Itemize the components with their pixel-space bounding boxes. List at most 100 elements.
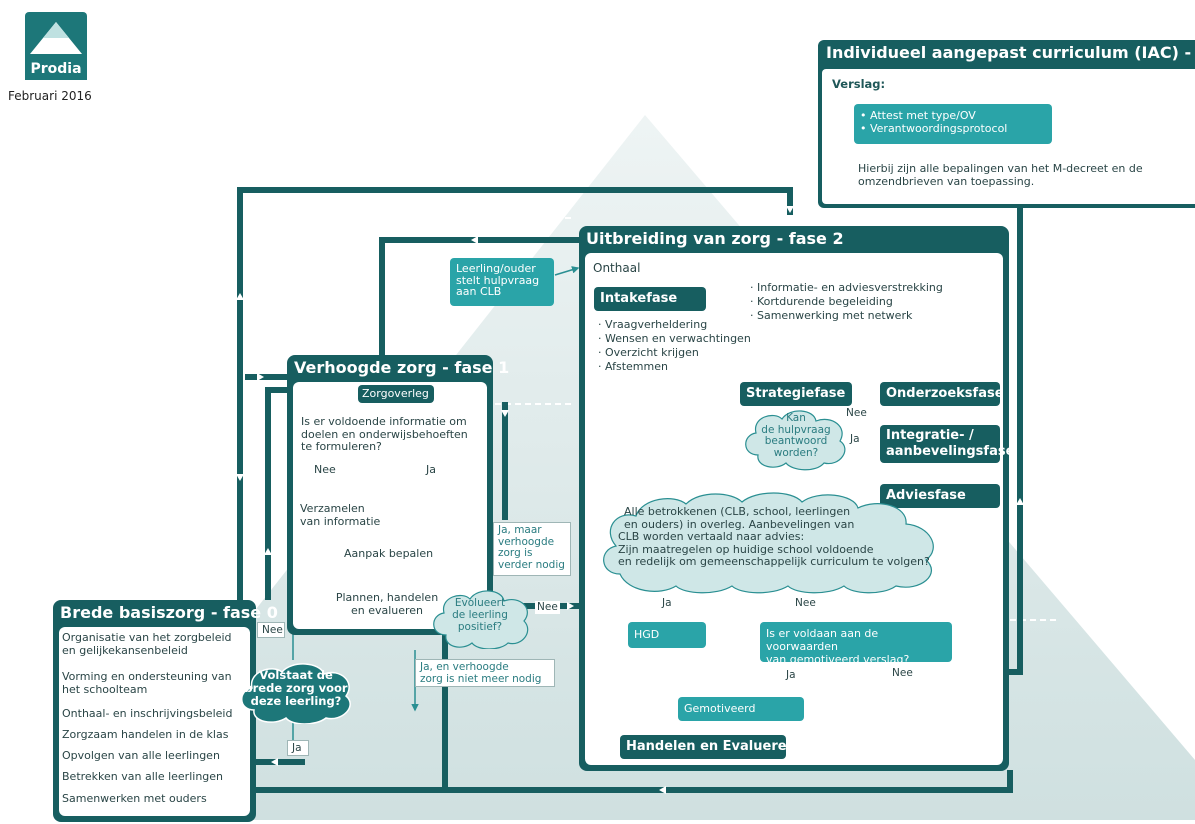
phase0-item: Zorgzaam handelen in de klas <box>62 728 229 741</box>
phase0-item: en gelijkekansenbeleid <box>62 644 188 657</box>
evolueert-line: de leerling <box>452 609 508 621</box>
onderzoeksfase-box: Onderzoeksfase <box>880 382 1004 406</box>
nee-label-volstaat: Nee <box>257 622 285 638</box>
leerling-ouder-box: Leerling/ouder stelt hulpvraag aan CLB <box>450 258 554 306</box>
iac-note-line2: omzendbrieven van toepassing. <box>858 175 1035 188</box>
nee-label-iac: Nee <box>892 667 913 679</box>
strategiefase-box: Strategiefase <box>740 382 852 406</box>
advies-cloud <box>603 492 934 594</box>
attest-item: • Attest met type/OV <box>860 109 976 122</box>
ja-en-note: Ja, en verhoogde zorg is niet meer nodig <box>415 659 555 687</box>
voorwaarden-line: Is er voldaan aan de voorwaarden <box>766 627 879 653</box>
phase0-item: Onthaal- en inschrijvingsbeleid <box>62 707 233 720</box>
intake-right-item: · Samenwerking met netwerk <box>750 309 913 322</box>
hulpvraag-line: worden? <box>773 446 819 459</box>
ja-maar-note: Ja, maar verhoogde zorg is verder nodig <box>493 522 571 576</box>
leerling-ouder-line1: Leerling/ouder <box>456 262 536 275</box>
intake-right-list: · Informatie- en adviesverstrekking · Ko… <box>750 281 943 323</box>
volstaat-line: brede zorg voor <box>244 681 348 695</box>
hulpvraag-text: Kan de hulpvraag beantwoord worden? <box>748 412 844 459</box>
ja-label-gemotiveerd: Ja <box>786 669 796 681</box>
verslag-label: Verslag: <box>832 77 886 91</box>
phase0-item: Opvolgen van alle leerlingen <box>62 749 220 762</box>
phase0-item: Organisatie van het zorgbeleid <box>62 631 232 644</box>
evolueert-text: Evolueert de leerling positief? <box>440 597 520 633</box>
iac-note-line1: Hierbij zijn alle bepalingen van het M-d… <box>858 162 1143 175</box>
leerling-ouder-line2: stelt hulpvraag <box>456 273 540 287</box>
hulpvraag-line: Kan <box>786 412 806 424</box>
mountain-icon <box>25 12 87 80</box>
plannen-label: Plannen, handelen en evalueren <box>332 591 442 617</box>
ja-maar-line: zorg is <box>498 547 533 559</box>
attest-box: • Attest met type/OV • Verantwoordingspr… <box>854 104 1052 144</box>
logo-text: Prodia <box>30 61 82 77</box>
prodia-logo: Prodia <box>25 12 87 80</box>
ja-label-volstaat: Ja <box>287 740 309 756</box>
question-line: doelen en onderwijsbehoeften <box>301 427 468 441</box>
intake-below-item: · Afstemmen <box>598 360 668 373</box>
advies-line: en ouders) in overleg. Aanbevelingen van <box>624 517 855 531</box>
question-line: Is er voldoende informatie om <box>301 415 467 428</box>
phase1-question: Is er voldoende informatie om doelen en … <box>301 415 468 454</box>
hulpvraag-line: beantwoord <box>764 435 828 447</box>
advies-line: Alle betrokkenen (CLB, school, leerlinge… <box>624 505 851 518</box>
intake-right-item: · Kortdurende begeleiding <box>750 295 893 308</box>
evolueert-cloud <box>433 590 529 649</box>
hulpvraag-line: de hulpvraag <box>761 423 831 436</box>
adviesfase-box: Adviesfase <box>880 484 1000 508</box>
phase0-title: Brede basiszorg - fase 0 <box>60 603 278 622</box>
plannen-line: en evalueren <box>350 603 424 617</box>
nee-label-fase2: Nee <box>535 601 560 614</box>
voorwaarden-line: van gemotiveerd verslag? <box>766 653 910 666</box>
volstaat-cloud <box>241 663 351 724</box>
phase0-item: Samenwerken met ouders <box>62 792 207 805</box>
intake-below-item: · Wensen en verwachtingen <box>598 332 751 345</box>
advies-line: Zijn maatregelen op huidige school voldo… <box>618 542 874 556</box>
verantwoordingsprotocol-item: • Verantwoordingsprotocol <box>860 122 1008 135</box>
verzamelen-line: van informatie <box>300 514 381 528</box>
date-label: Februari 2016 <box>8 89 92 103</box>
gemotiveerd-verslag-box: Gemotiveerd verslag <box>678 697 804 733</box>
advies-line: en redelijk om gemeenschappelijk curricu… <box>618 555 930 568</box>
leerling-ouder-line3: aan CLB <box>456 285 502 298</box>
ja-maar-line: verhoogde <box>498 535 555 548</box>
integratie-line2: aanbevelingsfase <box>886 444 1015 459</box>
onthaal-label: Onthaal <box>593 261 641 275</box>
intake-below-item: · Overzicht krijgen <box>598 346 699 359</box>
hgd-verslag-box: HGD verslag <box>628 622 706 661</box>
ja-label-hgd: Ja <box>662 597 672 609</box>
handelen-evalueren-box: Handelen en Evalueren <box>620 735 796 759</box>
ja-en-line: zorg is niet meer nodig <box>420 672 542 685</box>
ja-label-integratie: Ja <box>850 433 860 445</box>
evolueert-line: Evolueert <box>454 597 506 609</box>
advies-line: CLB worden vertaald naar advies: <box>618 530 805 543</box>
evolueert-line: positief? <box>457 621 503 633</box>
integratie-line1: Integratie- / <box>886 428 974 443</box>
verzamelen-line: Verzamelen <box>300 502 365 515</box>
hulpvraag-cloud <box>745 410 846 471</box>
intakefase-box: Intakefase <box>594 287 706 311</box>
plannen-line: Plannen, handelen <box>335 591 439 604</box>
question-line: te formuleren? <box>301 440 382 453</box>
phase1-body <box>293 382 487 629</box>
zorgoverleg-box: Zorgoverleg <box>358 385 434 403</box>
ja-maar-line: Ja, maar <box>498 524 542 536</box>
integratie-box: Integratie- / aanbevelingsfase <box>880 425 1015 463</box>
intake-below-list: · Vraagverheldering · Wensen en verwacht… <box>598 318 751 374</box>
intake-below-item: · Vraagverheldering <box>598 318 708 331</box>
nee-label-onderzoek: Nee <box>846 407 867 419</box>
nee-label-verzamelen: Nee <box>314 463 336 476</box>
phase0-item: het schoolteam <box>62 683 148 696</box>
phase2-title: Uitbreiding van zorg - fase 2 <box>586 229 844 248</box>
phase0-body <box>59 627 250 816</box>
volstaat-text: Volstaat de brede zorg voor deze leerlin… <box>244 669 348 708</box>
advies-cloud-text: Alle betrokkenen (CLB, school, leerlinge… <box>612 505 942 569</box>
volstaat-line: Volstaat de <box>259 668 333 682</box>
ja-maar-line: verder nodig <box>498 558 565 571</box>
phase0-item: Betrekken van alle leerlingen <box>62 770 224 783</box>
ja-label-aanpak: Ja <box>426 463 436 476</box>
nee-label-voorwaarden: Nee <box>795 597 816 609</box>
voorwaarden-box: Is er voldaan aan de voorwaarden van gem… <box>760 622 952 666</box>
intake-right-item: · Informatie- en adviesverstrekking <box>750 281 943 294</box>
phase3-title: Individueel aangepast curriculum (IAC) -… <box>826 43 1195 62</box>
